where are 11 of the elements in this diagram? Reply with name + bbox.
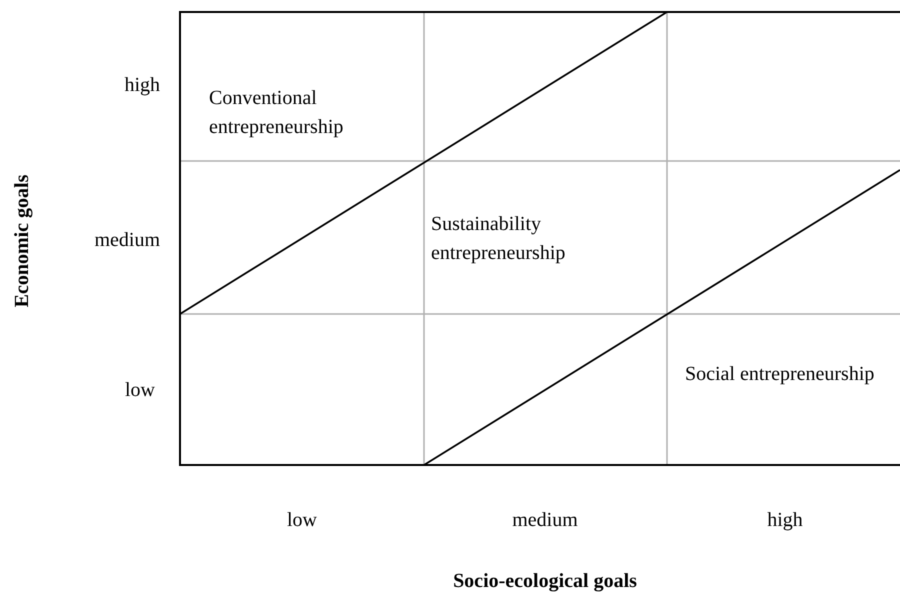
region-label: Conventional entrepreneurship [209,86,344,140]
axis-tick-label: high [123,73,160,98]
region-label: Sustainability entrepreneurship [431,212,566,266]
axis-tick-label: low [124,378,155,403]
axis-tick-label: medium [93,228,160,253]
axis-title: Socio-ecological goals [452,569,638,594]
axis-tick-label: low [286,508,318,533]
axis-tick-label: high [766,508,804,533]
region-label: Social entrepreneurship [685,362,876,387]
axis-title: Economic goals [10,174,34,310]
axis-tick-label: medium [511,508,579,533]
